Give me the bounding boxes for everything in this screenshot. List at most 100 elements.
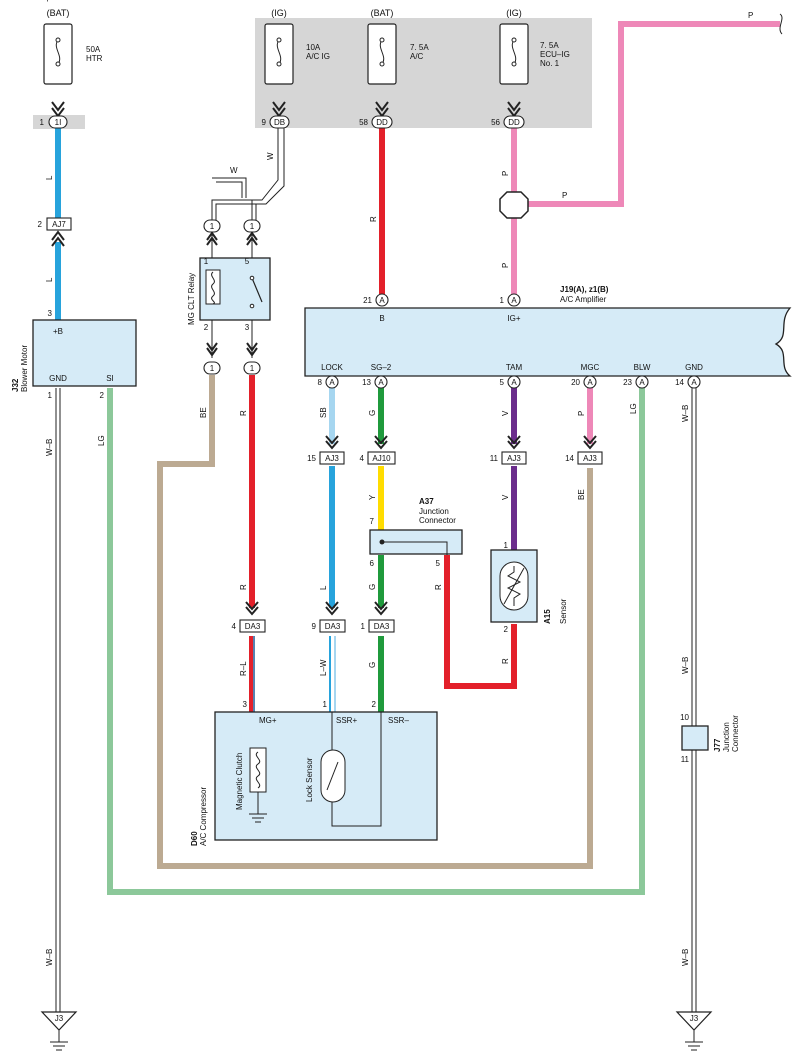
fuse-label-2: No. 1: [540, 59, 560, 68]
svg-text:11: 11: [490, 454, 499, 463]
svg-text:13: 13: [362, 378, 371, 387]
wire-label: W: [230, 166, 238, 175]
svg-text:1: 1: [204, 257, 209, 266]
svg-text:6: 6: [370, 559, 375, 568]
blower-code: J32: [11, 378, 20, 392]
amplifier-name: A/C Amplifier: [560, 295, 607, 304]
svg-text:4: 4: [232, 622, 237, 631]
svg-text:J3: J3: [55, 1014, 64, 1023]
wire-label: W–B: [45, 439, 54, 456]
wire-label: R: [369, 216, 378, 222]
amplifier-pin-5: A5: [500, 375, 521, 389]
terminal-gnd: GND: [49, 374, 67, 383]
svg-text:7. 5AA/C: 7. 5AA/C: [410, 43, 429, 61]
wire-label: L–W: [319, 659, 328, 676]
svg-text:3: 3: [48, 309, 53, 318]
svg-text:21: 21: [363, 296, 372, 305]
svg-text:A: A: [639, 378, 645, 387]
relay-name: MG CLT Relay: [187, 273, 196, 325]
connector-da3-1: DA3 1: [361, 601, 395, 633]
amplifier-pin-14: A14: [675, 375, 701, 389]
ground-symbol: [249, 792, 267, 823]
svg-text:A: A: [378, 378, 384, 387]
svg-text:15: 15: [307, 454, 316, 463]
wire-label: P: [577, 411, 586, 416]
connector-aj3-11: AJ3 11: [490, 435, 527, 465]
wire-labels: L L W W R P P P BE R R R–L SB L L–W G Y …: [45, 152, 690, 966]
wire-label: G: [368, 410, 377, 416]
wire-label: L: [45, 277, 54, 282]
connector-aj3-14: AJ3 14: [565, 435, 603, 465]
fuse-rating: 10A: [306, 43, 321, 52]
amplifier-pin-1: A1: [500, 293, 521, 307]
svg-text:14: 14: [565, 454, 574, 463]
ground-j3-right: J3: [675, 1011, 713, 1051]
svg-text:2: 2: [204, 323, 209, 332]
svg-text:AJ3: AJ3: [507, 454, 521, 463]
wire-w: [211, 128, 285, 222]
svg-text:A: A: [587, 378, 593, 387]
svg-text:7: 7: [370, 517, 375, 526]
compressor-name: A/C Compressor: [199, 787, 208, 846]
wire-label: Y: [368, 494, 377, 500]
svg-text:DD: DD: [376, 118, 388, 127]
connector-dd-58: DD 58: [359, 101, 393, 129]
fuse-source: (BAT): [47, 8, 70, 18]
splice-point: [499, 191, 529, 219]
wire-label: G: [368, 662, 377, 668]
svg-text:BLW: BLW: [634, 363, 651, 372]
connector-db: DB 9: [262, 101, 290, 129]
wire-relay-internal: [211, 234, 253, 358]
amplifier-pin-8: A8: [318, 375, 339, 389]
a37-code: A37: [419, 497, 434, 506]
svg-text:1: 1: [504, 541, 509, 550]
connector-aj7: AJ7 2: [38, 217, 72, 247]
fuse-rating: 50A: [86, 45, 101, 54]
wire-label: V: [501, 494, 510, 500]
wire-label: L: [45, 175, 54, 180]
svg-text:1I: 1I: [55, 118, 62, 127]
svg-text:GND: GND: [685, 363, 703, 372]
wire-label: R: [239, 584, 248, 590]
wire-label: W–B: [681, 405, 690, 422]
mg-clt-relay: 1 5 2 3 MG CLT Relay: [187, 257, 271, 332]
wire-label: V: [501, 410, 510, 416]
svg-text:2: 2: [100, 391, 105, 400]
wire-wb: [691, 388, 697, 1012]
offpage-break: [779, 13, 783, 35]
svg-text:3: 3: [245, 323, 250, 332]
j77-name-line2: Connector: [731, 715, 740, 752]
wire-label: G: [368, 584, 377, 590]
wire-label: W–B: [45, 949, 54, 966]
connector-relay-top-left: 1: [203, 219, 221, 246]
svg-text:9: 9: [312, 622, 317, 631]
connector-dd-56: DD 56: [491, 101, 525, 129]
wire-label: LG: [629, 403, 638, 414]
fuse-label: A/C IG: [306, 52, 330, 61]
svg-text:58: 58: [359, 118, 368, 127]
fuse-label: A/C: [410, 52, 424, 61]
ac-amplifier: J19(A), z1(B) A/C Amplifier B IG+ LOCK S…: [304, 285, 792, 377]
svg-text:1: 1: [210, 364, 215, 373]
fuse-source: (IG): [506, 8, 522, 18]
svg-text:11: 11: [681, 755, 690, 764]
svg-text:3: 3: [243, 700, 248, 709]
fuse-block-background: [255, 18, 592, 128]
wire-label: R: [434, 584, 443, 590]
wire-p-offpage: [514, 21, 780, 207]
wire-wb: [55, 388, 61, 1012]
svg-text:A: A: [511, 378, 517, 387]
svg-text:AJ7: AJ7: [52, 220, 66, 229]
wire-label: P: [501, 171, 510, 176]
offpage-label: P: [748, 11, 753, 20]
svg-text:IG+: IG+: [507, 314, 520, 323]
svg-text:A: A: [691, 378, 697, 387]
svg-text:2: 2: [38, 220, 43, 229]
ground-j3-left: J3: [40, 1011, 78, 1051]
